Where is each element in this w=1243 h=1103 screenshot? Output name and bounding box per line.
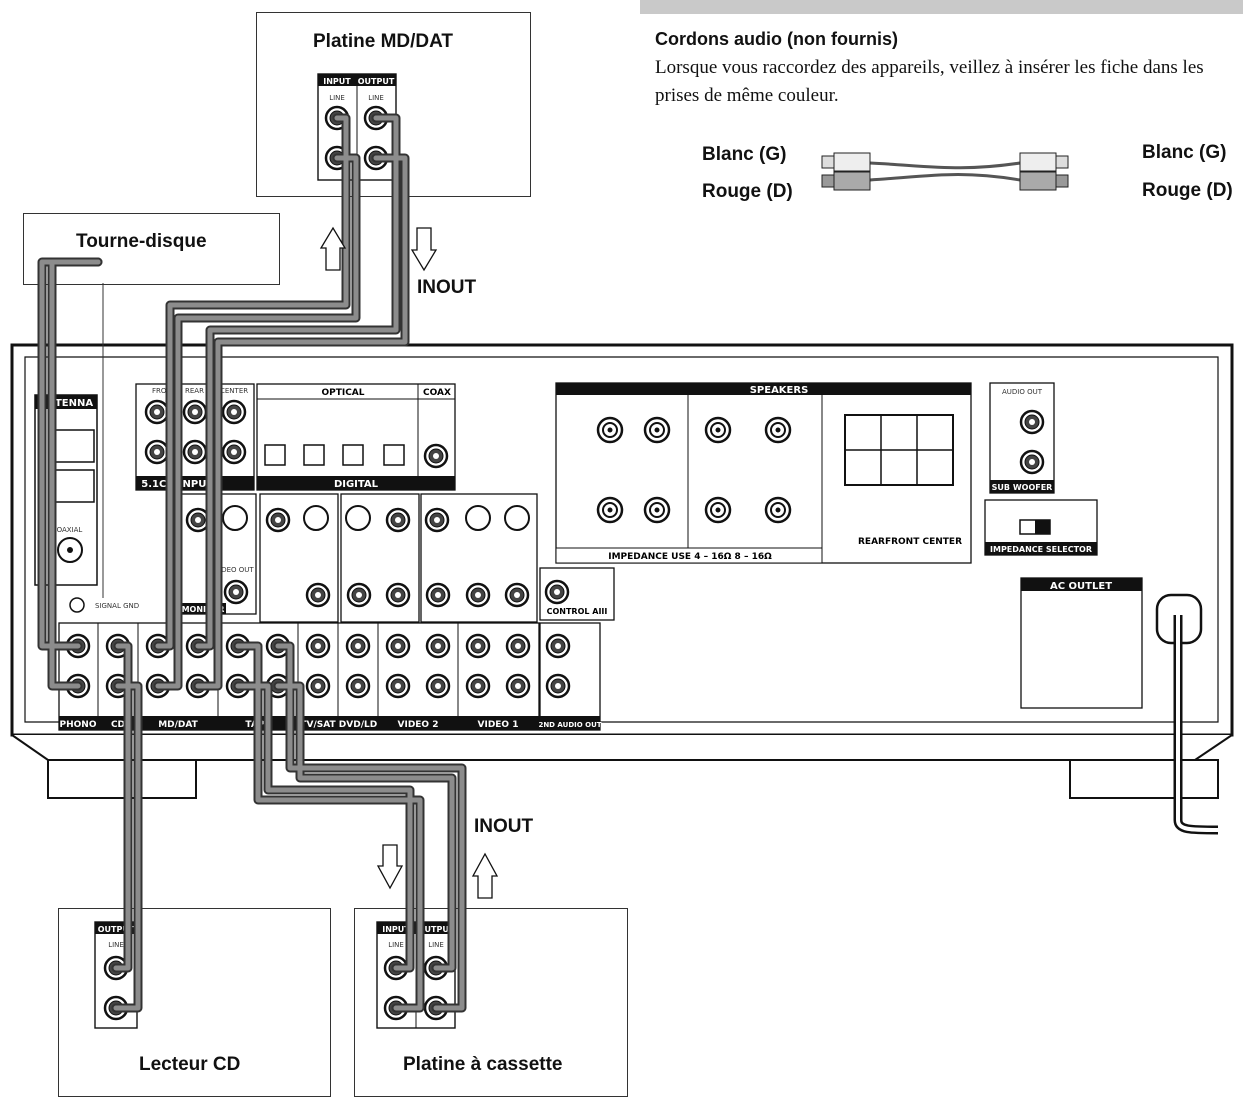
input-label: 2ND AUDIO OUT — [538, 721, 601, 729]
digital-label: DIGITAL — [334, 479, 379, 490]
md-dat-input-label: INPUT — [323, 77, 351, 86]
ac-outlet-label: AC OUTLET — [1050, 581, 1112, 592]
flow-label-top: INOUT — [417, 277, 477, 298]
impedance-selector-section: IMPEDANCE SELECTOR — [984, 499, 1098, 556]
cd-player-title: Lecteur CD — [139, 1054, 241, 1075]
ac-outlet-section: AC OUTLET — [1020, 577, 1203, 709]
digital-input-section: OPTICAL COAX DIGITAL — [256, 383, 456, 491]
control-label: CONTROL AIII — [547, 607, 608, 616]
sub-woofer-out-section: AUDIO OUT SUB WOOFER — [989, 382, 1055, 494]
front-label: FRONT — [152, 387, 177, 395]
section-header-bar — [640, 0, 1243, 14]
input-label: MD/DAT — [158, 720, 198, 730]
arrow-up-icon — [471, 852, 499, 899]
cable-label-left-white: Blanc (G) — [702, 144, 787, 165]
input-label: DVD/LD — [339, 720, 377, 730]
flow-label-bottom: INOUT — [474, 816, 534, 837]
optical-label: OPTICAL — [321, 388, 364, 398]
sub-woofer-out-label: SUB WOOFER — [992, 483, 1053, 492]
input-label: INPUT — [179, 479, 214, 490]
ground-screw-icon — [69, 597, 85, 613]
center-label: CENTER — [220, 387, 248, 395]
cassette-output-label: OUTPUT — [418, 925, 455, 934]
audio-out-label: AUDIO OUT — [1002, 388, 1043, 396]
connection-cables — [37, 113, 467, 1013]
monitor-label: MONITOR — [182, 605, 225, 614]
cassette-line-out-label: LINE — [428, 941, 444, 949]
input-label: VIDEO 2 — [398, 720, 439, 730]
input-label: VIDEO 1 — [478, 720, 519, 730]
coaxial-label: COAXIAL — [52, 526, 83, 534]
speakers-label: SPEAKERS — [750, 385, 809, 396]
cd-line-label: LINE — [108, 941, 124, 949]
input-label: PHONO — [60, 720, 97, 730]
multichannel-input-section: FRONT REAR CENTER 5.1CH INPUT — [135, 383, 255, 491]
antenna-label: ANTENNA — [39, 398, 93, 409]
speakers-section: SPEAKERS REARFRONT CENTER IMPEDANCE USE … — [555, 382, 972, 564]
ch51-label: 5.1CH — [141, 479, 174, 490]
cassette-line-in-label: LINE — [388, 941, 404, 949]
impedance-selector-label: IMPEDANCE SELECTOR — [990, 545, 1092, 554]
turntable-box: Tourne-disque — [23, 213, 280, 285]
md-dat-deck-title: Platine MD/DAT — [313, 31, 454, 52]
notice-text: Lorsque vous raccordez des appareils, ve… — [655, 57, 1204, 106]
arrow-down-icon — [410, 227, 438, 272]
input-label: CD — [111, 720, 125, 730]
arrow-down-icon — [376, 844, 404, 890]
md-dat-line-in-label: LINE — [329, 94, 345, 102]
arrow-up-icon — [319, 226, 347, 271]
md-dat-line-out-label: LINE — [368, 94, 384, 102]
cable-title: Cordons audio (non fournis) — [655, 29, 898, 49]
cd-output-label: OUTPUT — [98, 925, 135, 934]
video-out-label: VIDEO OUT — [214, 566, 254, 574]
impedance-label: IMPEDANCE USE 4 – 16Ω 8 – 16Ω — [608, 552, 772, 562]
signal-gnd-label: SIGNAL GND — [95, 602, 139, 610]
cable-label-left-red: Rouge (D) — [702, 181, 793, 202]
turntable-title: Tourne-disque — [76, 231, 207, 252]
input-label: TV/SAT — [300, 720, 336, 730]
md-dat-output-label: OUTPUT — [358, 77, 395, 86]
coax-label: COAX — [423, 388, 451, 398]
audio-cable-illustration — [821, 152, 1069, 191]
rear-front-center-label: REARFRONT CENTER — [858, 537, 962, 547]
cassette-deck-title: Platine à cassette — [403, 1054, 563, 1075]
signal-flow-arrows — [319, 226, 499, 899]
cassette-input-label: INPUT — [382, 925, 410, 934]
cable-label-right-red: Rouge (D) — [1142, 180, 1233, 201]
cable-label-right-white: Blanc (G) — [1142, 142, 1227, 163]
rear-label: REAR — [185, 387, 204, 395]
